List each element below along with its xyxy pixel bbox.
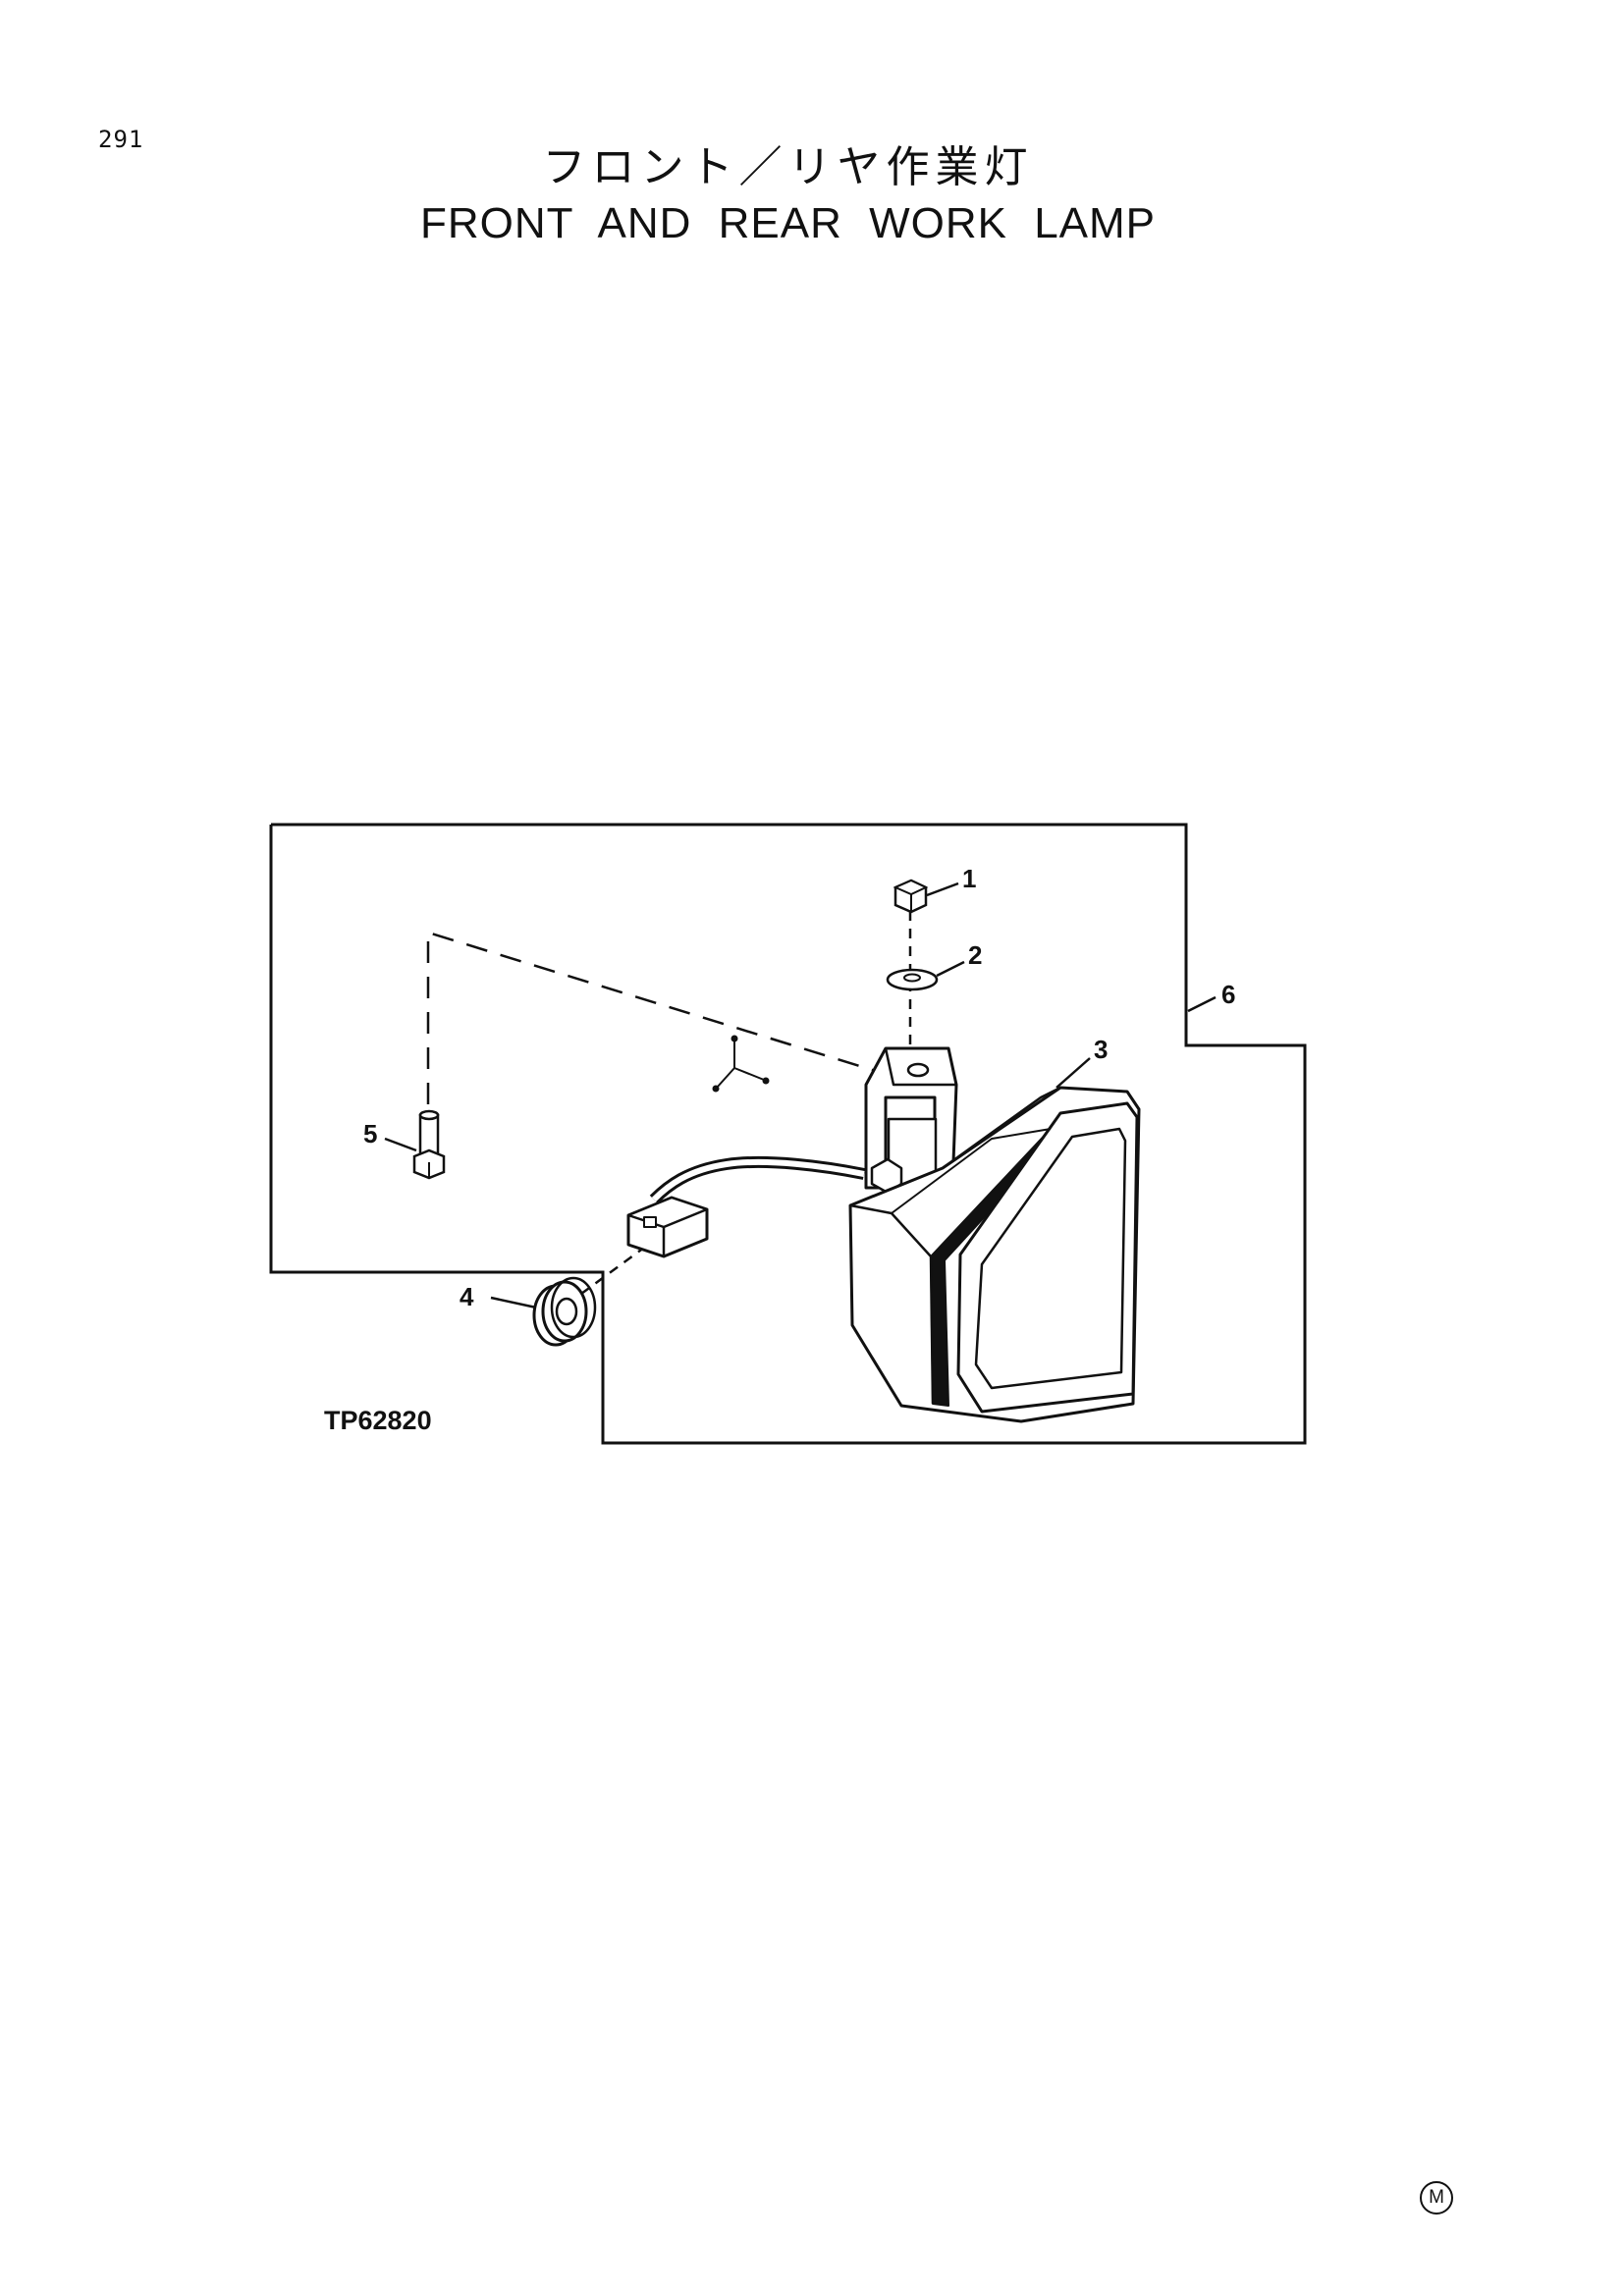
bolt-part [412,1109,446,1180]
page-number: 291 [98,126,144,153]
grommet-part [532,1276,597,1347]
leader-line-2 [936,960,965,978]
page-title-japanese: フロント／リヤ作業灯 [542,142,1034,192]
leader-line-4 [490,1296,537,1309]
figure-code: TP62820 [324,1406,432,1435]
leader-line-3 [1056,1057,1091,1089]
callout-1: 1 [962,864,976,893]
callout-3: 3 [1094,1035,1108,1064]
leader-line-1 [926,881,959,897]
callout-5: 5 [363,1119,377,1148]
leader-line-5 [384,1137,417,1152]
title-block: フロント／リヤ作業灯 FRONT AND REAR WORK LAMP [324,139,1252,251]
axis-marker [712,1035,770,1093]
callout-4: 4 [460,1282,474,1311]
hex-nut-part [893,879,929,914]
page-title-english: FRONT AND REAR WORK LAMP [419,199,1157,247]
grommet-assembly-path [580,1243,649,1296]
assembly-outline [269,823,1307,1445]
washer-part [886,968,939,991]
bolt-assembly-path [426,931,880,1104]
callout-6: 6 [1221,980,1235,1009]
circled-m-mark: M [1420,2181,1453,2215]
callout-2: 2 [968,940,982,970]
work-lamp-part [626,1046,1141,1423]
leader-line-6 [1187,995,1217,1013]
